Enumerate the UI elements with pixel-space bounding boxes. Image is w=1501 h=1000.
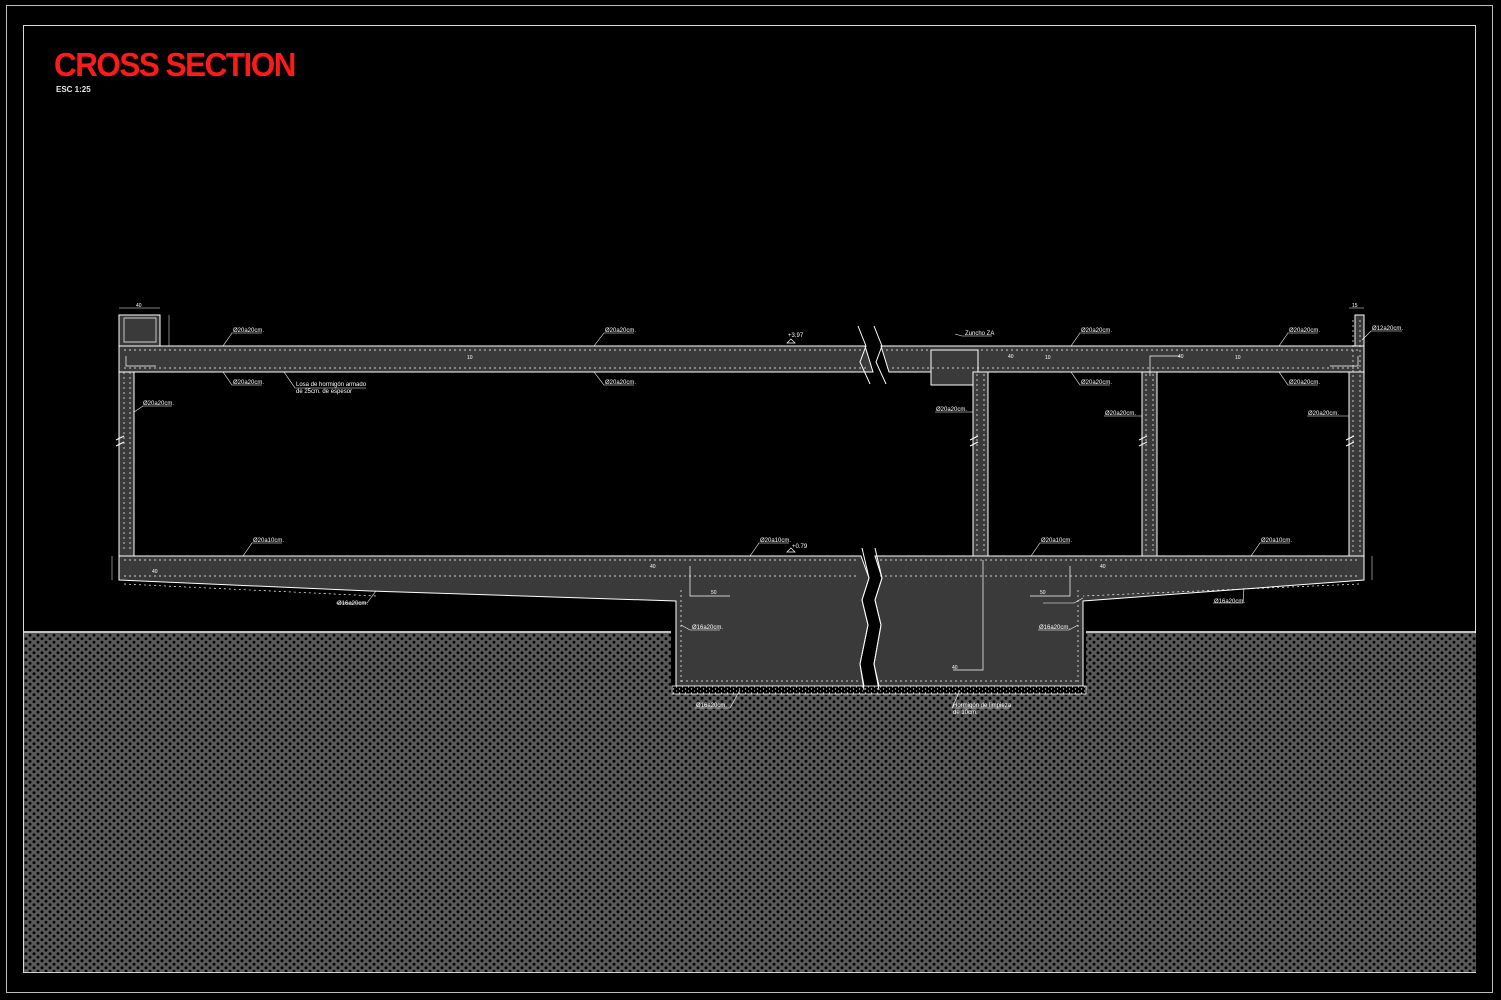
outer-frame — [6, 5, 1493, 993]
label-roof-top-3: Ø20a20cm. — [1081, 328, 1112, 334]
label-wall-c2: Ø20a20cm. — [1105, 411, 1136, 417]
label-level-floor: +0.79 — [792, 544, 808, 550]
label-floor-2: Ø20a10cm. — [760, 538, 791, 544]
dim-10-c: 10 — [1235, 355, 1241, 361]
label-slab-note-2: de 25cm. de espesor — [296, 389, 352, 395]
dim-50-b: 50 — [1040, 590, 1046, 596]
dim-10-a: 10 — [467, 355, 473, 361]
parapet-left — [118, 314, 161, 347]
dim-40-b: 40 — [1178, 354, 1184, 360]
wall-mid — [972, 371, 989, 557]
dim-50-a: 50 — [711, 590, 717, 596]
label-roof-top-2: Ø20a20cm. — [605, 328, 636, 334]
dim-40-c: 40 — [152, 569, 158, 575]
label-wall-left: Ø20a20cm. — [143, 401, 174, 407]
label-pit-bottom-left: Ø16a20cm. — [696, 703, 727, 709]
drawing-title: CROSS SECTION — [54, 46, 296, 83]
soil-hatch — [24, 633, 1476, 972]
dim-15: 15 — [1352, 303, 1358, 309]
label-floor-3: Ø20a10cm. — [1041, 538, 1072, 544]
wall-left — [118, 371, 135, 557]
label-under-right: Ø16a20cm. — [1214, 599, 1245, 605]
dim-40-top: 40 — [136, 303, 142, 309]
level-marker-top — [786, 338, 796, 344]
break-lines — [115, 325, 1355, 691]
dim-40-pit: 40 — [952, 665, 958, 671]
drawing-scale: ESC 1:25 — [56, 85, 91, 94]
label-roof-top-right: Ø12a20cm. — [1372, 326, 1403, 332]
dim-40-d: 40 — [650, 564, 656, 570]
dim-40-e: 40 — [1100, 564, 1106, 570]
rebar-labels: Ø20a20cm. Ø20a20cm. Ø20a20cm. Ø20a20cm. … — [143, 326, 1403, 716]
label-wall-right: Ø20a20cm. — [1308, 411, 1339, 417]
wall-c2 — [1141, 371, 1158, 557]
label-pit-right: Ø16a20cm. — [1039, 625, 1070, 631]
label-roof-bot-2: Ø20a20cm. — [605, 380, 636, 386]
concrete-structure — [118, 314, 1365, 687]
roof-slab-left — [118, 345, 874, 373]
dim-40-a: 40 — [1008, 354, 1014, 360]
label-under-left: Ø16a20cm. — [337, 601, 368, 607]
label-zuncho: Zuncho ZA — [965, 331, 994, 337]
zuncho-beam — [930, 349, 979, 386]
dim-10-b: 10 — [1045, 355, 1051, 361]
label-roof-bot-4: Ø20a20cm. — [1289, 380, 1320, 386]
label-pit-bottom-note-2: de 10cm. — [953, 710, 978, 716]
drawing-border — [23, 25, 1476, 973]
label-roof-bot-3: Ø20a20cm. — [1081, 380, 1112, 386]
label-pit-bottom-note-1: Hormigón de limpieza — [953, 703, 1012, 709]
label-roof-top-4: Ø20a20cm. — [1289, 328, 1320, 334]
level-markers — [785, 338, 796, 557]
label-wall-mid: Ø20a20cm. — [936, 407, 967, 413]
level-marker-floor — [786, 547, 796, 553]
label-roof-top-1: Ø20a20cm. — [233, 328, 264, 334]
rebar-lines — [123, 320, 1361, 682]
wall-right — [1348, 371, 1365, 557]
label-roof-bot-1: Ø20a20cm. — [233, 380, 264, 386]
label-slab-note-1: Losa de hormigón armado — [296, 382, 367, 388]
label-floor-1: Ø20a10cm. — [253, 538, 284, 544]
dimension-labels: 40 15 40 40 40 40 40 50 50 40 10 10 10 — [136, 303, 1358, 671]
corner-bars — [123, 317, 1359, 671]
label-pit-left: Ø16a20cm. — [692, 625, 723, 631]
leader-lines — [133, 330, 1402, 709]
label-floor-4: Ø20a10cm. — [1261, 538, 1292, 544]
parapet-right — [1354, 314, 1365, 347]
dimension-lines — [111, 307, 1373, 580]
label-level-top: +3.97 — [788, 333, 804, 339]
